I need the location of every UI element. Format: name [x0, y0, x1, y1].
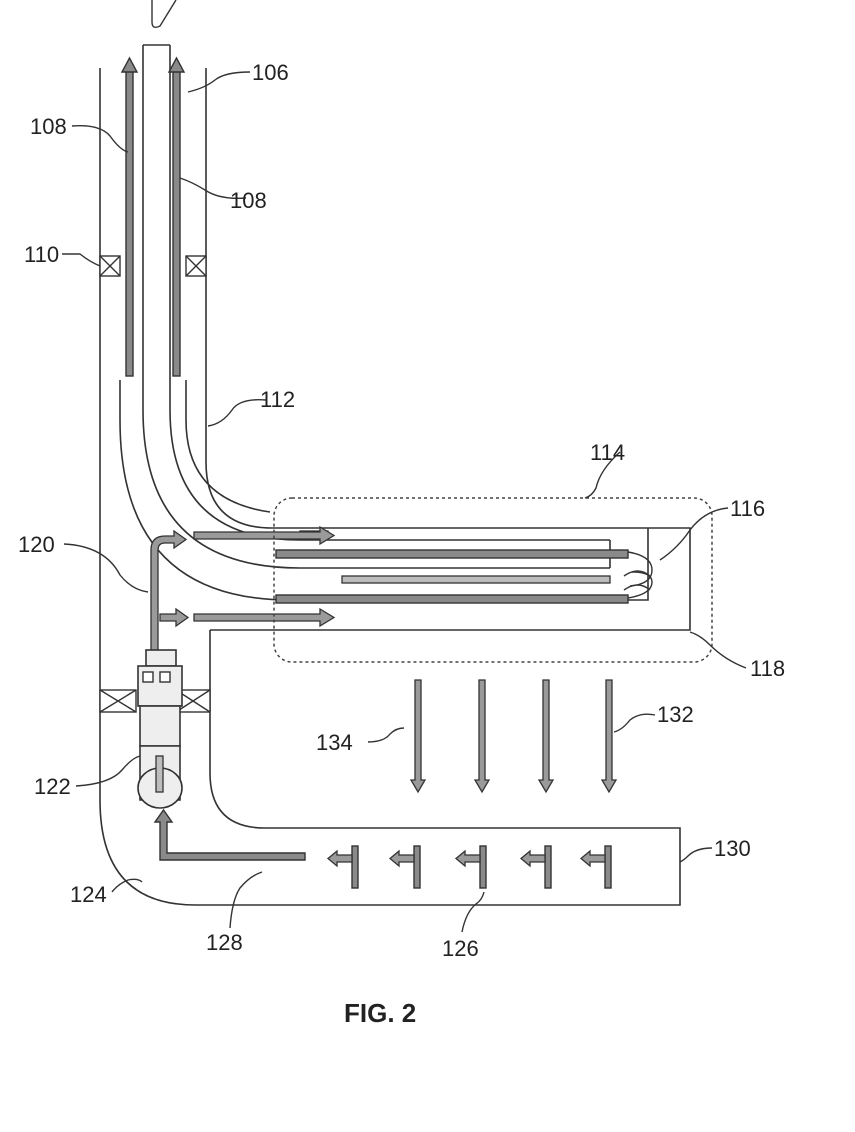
lateral-tubes	[276, 531, 628, 603]
intermediate-casing	[120, 380, 648, 600]
t-arrow-2	[390, 846, 420, 888]
t-arrow-4	[521, 846, 551, 888]
label-108-right: 108	[230, 188, 267, 213]
label-108-left: 108	[30, 114, 67, 139]
conduit-128	[155, 810, 305, 860]
label-120: 120	[18, 532, 55, 557]
down-arrow-2	[475, 680, 489, 792]
label-132: 132	[657, 702, 694, 727]
packers-110	[100, 256, 206, 276]
tube-108-right-arrowhead	[169, 58, 184, 72]
label-116: 116	[730, 496, 765, 521]
figure-caption: FIG. 2	[344, 998, 416, 1028]
t-arrow-1	[328, 846, 358, 888]
down-arrow-3	[539, 680, 553, 792]
label-134: 134	[316, 730, 353, 755]
label-118: 118	[750, 656, 785, 681]
label-126: 126	[442, 936, 479, 961]
tube-108-left-arrowhead	[122, 58, 137, 72]
lateral-tube-1	[276, 550, 628, 558]
lateral-tube-2	[342, 576, 610, 583]
tube-108-left	[126, 70, 133, 376]
label-130: 130	[714, 836, 751, 861]
label-112: 112	[260, 387, 295, 412]
arrow-upper-lateral	[194, 527, 334, 544]
label-128: 128	[206, 930, 243, 955]
flow-arrows-lateral	[160, 527, 334, 626]
down-arrows-132	[411, 680, 616, 792]
label-114: 114	[590, 440, 625, 465]
t-arrow-5	[581, 846, 611, 888]
label-122: 122	[34, 774, 71, 799]
label-110: 110	[24, 242, 59, 267]
downhole-equipment-122	[138, 650, 182, 808]
arrow-lower-lateral	[194, 609, 334, 626]
down-arrow-4	[602, 680, 616, 792]
down-arrow-1	[411, 680, 425, 792]
upper-tubes-108	[122, 58, 184, 376]
label-106: 106	[252, 60, 289, 85]
lateral-tube-3	[276, 595, 628, 603]
conduit-120	[151, 531, 186, 660]
arrow-annulus-lower	[160, 609, 188, 626]
t-arrows-126	[328, 846, 611, 888]
t-arrow-3	[456, 846, 486, 888]
tube-108-right	[173, 70, 180, 376]
label-124: 124	[70, 882, 107, 907]
